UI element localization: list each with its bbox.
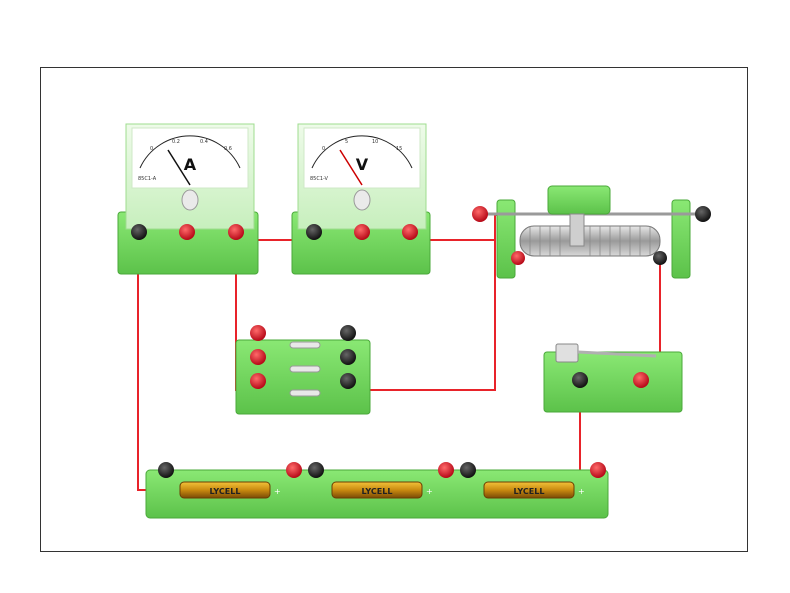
voltmeter-scale-2: 10 [372,139,378,145]
battery-1-plus: + [274,487,281,496]
ammeter-terminal-2[interactable] [228,224,244,240]
voltmeter-symbol: V [356,155,369,174]
battery-2-terminal-plus[interactable] [438,462,454,478]
battery-1-terminal-minus[interactable] [158,462,174,478]
voltmeter-scale-3: 15 [396,146,402,152]
resistors [289,341,321,397]
resistor-terminal-black-3[interactable] [340,373,356,389]
voltmeter-terminal-2[interactable] [402,224,418,240]
voltmeter-model: 85C1-V [310,176,329,182]
voltmeter: V 85C1-V 0 5 10 15 [291,123,431,275]
battery-3-terminal-minus[interactable] [460,462,476,478]
voltmeter-scale-1: 5 [345,139,348,145]
ammeter-scale-2: 0.4 [200,139,208,145]
ammeter-terminal-minus[interactable] [131,224,147,240]
battery-1-terminal-plus[interactable] [286,462,302,478]
resistor-terminal-red-3[interactable] [250,373,266,389]
battery-1: LYCELL + [158,462,302,499]
voltmeter-terminal-1[interactable] [354,224,370,240]
rheostat-terminal-lower-red[interactable] [511,251,525,265]
ammeter-model: 85C1-A [138,176,157,182]
ammeter-scale-3: 0.6 [224,146,232,152]
battery-3-brand: LYCELL [514,487,545,496]
switch-lever[interactable] [577,350,657,358]
rheostat-slider[interactable] [547,185,611,215]
battery-pack: LYCELL + LYCELL + LYCELL + [145,462,609,519]
resistor-board [235,325,371,415]
voltmeter-scale-0: 0 [322,146,325,152]
wire-resistor-to-rheostat [350,240,496,391]
switch-terminal-red[interactable] [633,372,649,388]
ammeter: A 85C1-A 0 0.2 0.4 0.6 [117,123,259,275]
battery-1-brand: LYCELL [210,487,241,496]
resistor-terminal-red-2[interactable] [250,349,266,365]
rheostat-terminal-black[interactable] [695,206,711,222]
switch-terminal-black[interactable] [572,372,588,388]
switch [543,343,683,413]
rheostat-terminal-lower-black[interactable] [653,251,667,265]
battery-2-plus: + [426,487,433,496]
battery-2-terminal-minus[interactable] [308,462,324,478]
ammeter-scale-0: 0 [150,146,153,152]
ammeter-symbol: A [184,155,197,174]
sliding-rheostat [472,185,711,279]
rheostat-terminal-red[interactable] [472,206,488,222]
voltmeter-terminal-minus[interactable] [306,224,322,240]
battery-3-terminal-plus[interactable] [590,462,606,478]
resistor-terminal-black-2[interactable] [340,349,356,365]
resistor-terminal-black-1[interactable] [340,325,356,341]
battery-2: LYCELL + [308,462,454,499]
ammeter-scale-1: 0.2 [172,139,180,145]
resistor-terminal-red-1[interactable] [250,325,266,341]
battery-3-plus: + [578,487,585,496]
ammeter-terminal-1[interactable] [179,224,195,240]
battery-2-brand: LYCELL [362,487,393,496]
battery-3: LYCELL + [460,462,606,499]
